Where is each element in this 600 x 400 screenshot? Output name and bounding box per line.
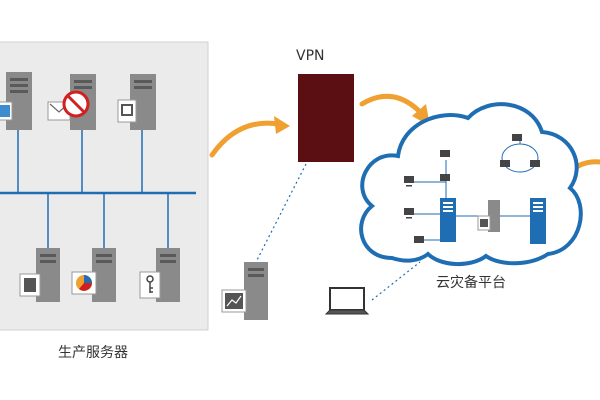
mail-server-icon [47, 74, 96, 130]
document-server-icon [19, 248, 60, 302]
dotted-link [371, 261, 421, 301]
vpn-box-icon [298, 74, 354, 162]
arrow-head [274, 116, 290, 134]
server-icon [477, 200, 500, 232]
production-servers-label: 生产服务器 [58, 345, 128, 361]
server-icon [530, 198, 546, 244]
computer-icon [404, 134, 540, 243]
vpn-label: VPN [296, 48, 325, 64]
workstation-icon [221, 262, 268, 320]
cloud-platform-label: 云灾备平台 [436, 275, 506, 291]
chart-server-icon [71, 248, 116, 302]
arrow-icon [209, 120, 281, 158]
laptop-icon [324, 287, 370, 315]
cloud-icon [359, 102, 583, 267]
dotted-link [255, 163, 307, 263]
key-server-icon [139, 248, 180, 302]
blocked-icon [62, 90, 90, 118]
server-icon [0, 72, 32, 130]
server-icon [440, 198, 456, 242]
arrow-icon [359, 93, 421, 113]
document-server-icon [117, 74, 156, 130]
